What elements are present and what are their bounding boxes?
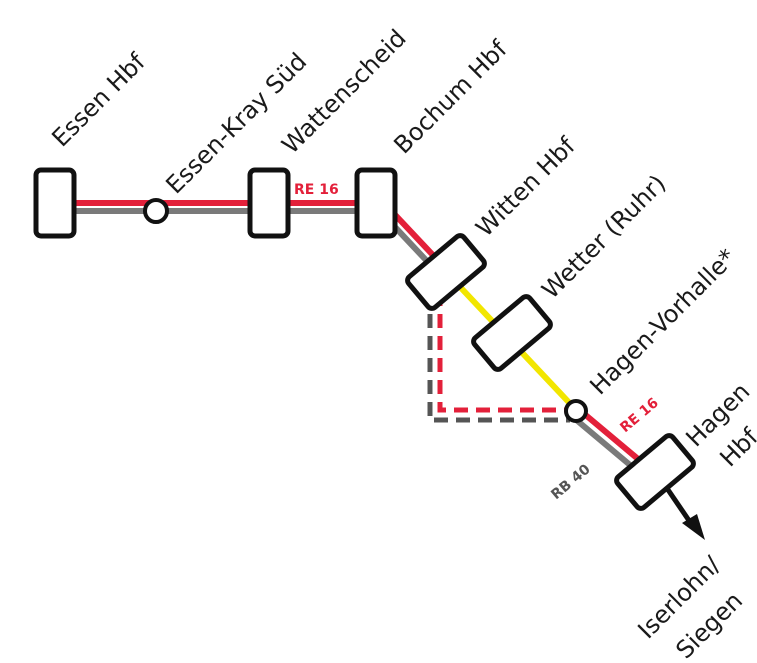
line-label-re16-top: RE 16: [294, 182, 339, 198]
station-hagen-vorhalle: [564, 399, 588, 423]
station-hagen-hbf: [614, 433, 696, 511]
station-essen-hbf: [33, 167, 77, 239]
station-wattenscheid: [247, 167, 291, 239]
track-gray-diag2: [572, 415, 638, 473]
line-label-re16-lower: RE 16: [617, 395, 662, 436]
label-bochum-hbf: Bochum Hbf: [388, 35, 512, 159]
label-wetter-ruhr: Wetter (Ruhr): [536, 169, 671, 304]
track-detour-gray: [427, 292, 570, 423]
track-red-diag2: [580, 409, 646, 467]
station-essen-kray-sued: [143, 198, 169, 224]
label-witten-hbf: Witten Hbf: [470, 132, 581, 243]
station-wetter-ruhr: [471, 294, 553, 372]
station-witten-hbf: [405, 233, 487, 311]
track-detour-red: [437, 292, 570, 413]
line-label-rb40: RB 40: [548, 461, 594, 503]
label-essen-hbf: Essen Hbf: [46, 48, 151, 153]
station-bochum-hbf: [354, 167, 398, 239]
label-hagen-vorhalle: Hagen-Vorhalle*: [584, 243, 741, 400]
arrow-icon: [682, 514, 705, 540]
